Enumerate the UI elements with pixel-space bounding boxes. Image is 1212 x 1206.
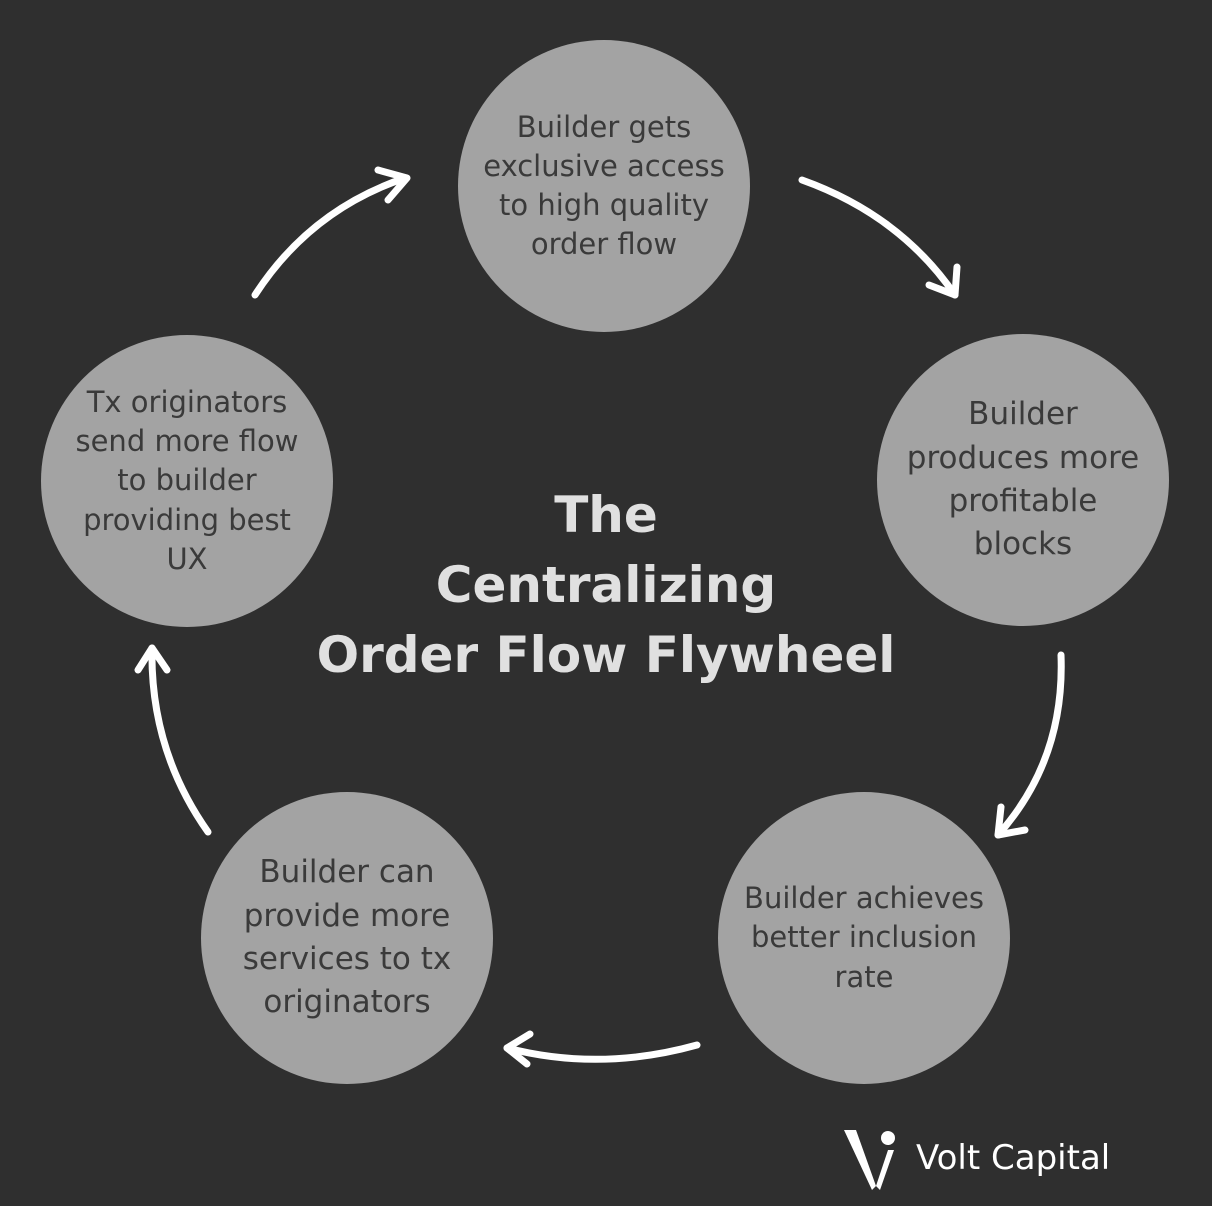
arrow-2-to-3 [994,651,1065,839]
title-line: The [554,486,658,544]
title-line: Centralizing [435,556,777,614]
node-line: profitable [948,483,1098,519]
arrow-5-to-1 [251,166,411,299]
node-more-services: Builder can provide more services to tx … [201,792,493,1084]
node-line: Builder achieves [744,881,984,916]
arrow-1-to-2 [798,176,961,299]
arrow-3-to-4 [503,1030,701,1068]
node-line: to builder [117,463,257,498]
node-profitable-blocks: Builder produces more profitable blocks [877,334,1169,626]
node-line: better inclusion [750,920,978,955]
node-line: originators [263,984,431,1021]
node-text: Builder can provide more services to tx … [243,851,452,1025]
node-line: Builder gets [516,109,692,144]
node-line: Tx originators [86,385,288,420]
node-line: send more flow [75,424,299,459]
diagram-title: The Centralizing Order Flow Flywheel [256,480,956,690]
node-text: Builder produces more profitable blocks [907,393,1139,567]
node-line: Builder [968,396,1078,433]
node-line: to high quality [499,188,709,222]
node-inclusion-rate: Builder achieves better inclusion rate [718,792,1010,1084]
node-text: Builder achieves better inclusion rate [744,879,984,996]
node-text: Tx originators send more flow to builder… [75,383,298,579]
node-line: provide more [243,897,451,934]
node-exclusive-access: Builder gets exclusive access to high qu… [458,40,750,332]
node-line: rate [834,959,894,994]
node-line: order flow [530,227,678,262]
node-line: Builder can [259,854,435,891]
node-more-flow: Tx originators send more flow to builder… [41,335,333,627]
node-line: UX [166,541,208,576]
node-line: blocks [973,526,1073,563]
node-text: Builder gets exclusive access to high qu… [483,108,724,265]
node-line: produces more [906,439,1140,476]
node-line: services to tx [242,941,452,977]
volt-v-mark-icon [844,1130,895,1190]
brand-logo: Volt Capital [842,1128,1114,1192]
node-line: providing best [83,502,291,537]
arrow-4-to-5 [134,644,212,836]
title-line: Order Flow Flywheel [316,626,896,684]
brand-name: Volt Capital [916,1138,1111,1178]
node-line: exclusive access [483,148,725,183]
